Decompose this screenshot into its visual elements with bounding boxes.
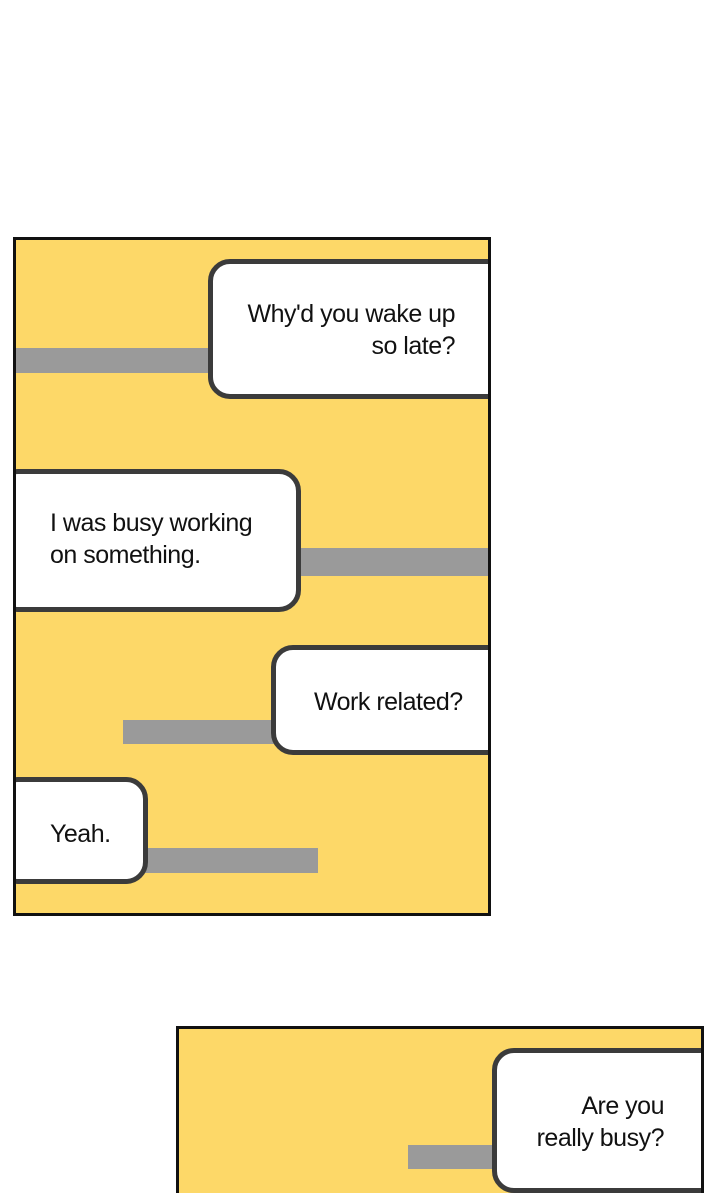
speech-bubble: I was busy working on something. bbox=[16, 469, 301, 612]
speech-text: I was busy working on something. bbox=[50, 509, 253, 569]
comic-panel-2: Are you really busy? bbox=[176, 1026, 704, 1193]
speech-connector bbox=[16, 348, 211, 373]
speech-bubble: Yeah. bbox=[16, 777, 148, 884]
speech-text: Yeah. bbox=[50, 820, 111, 848]
comic-panel-1: Why'd you wake up so late? I was busy wo… bbox=[13, 237, 491, 916]
speech-connector bbox=[123, 720, 275, 744]
speech-connector bbox=[144, 848, 318, 873]
speech-connector bbox=[408, 1145, 498, 1169]
speech-bubble: Are you really busy? bbox=[492, 1048, 701, 1193]
speech-bubble: Why'd you wake up so late? bbox=[208, 259, 488, 399]
speech-text: Are you really busy? bbox=[536, 1092, 665, 1152]
speech-connector bbox=[298, 548, 488, 576]
speech-text: Why'd you wake up so late? bbox=[247, 300, 456, 360]
speech-bubble: Work related? bbox=[271, 645, 488, 755]
speech-text: Work related? bbox=[314, 688, 463, 716]
